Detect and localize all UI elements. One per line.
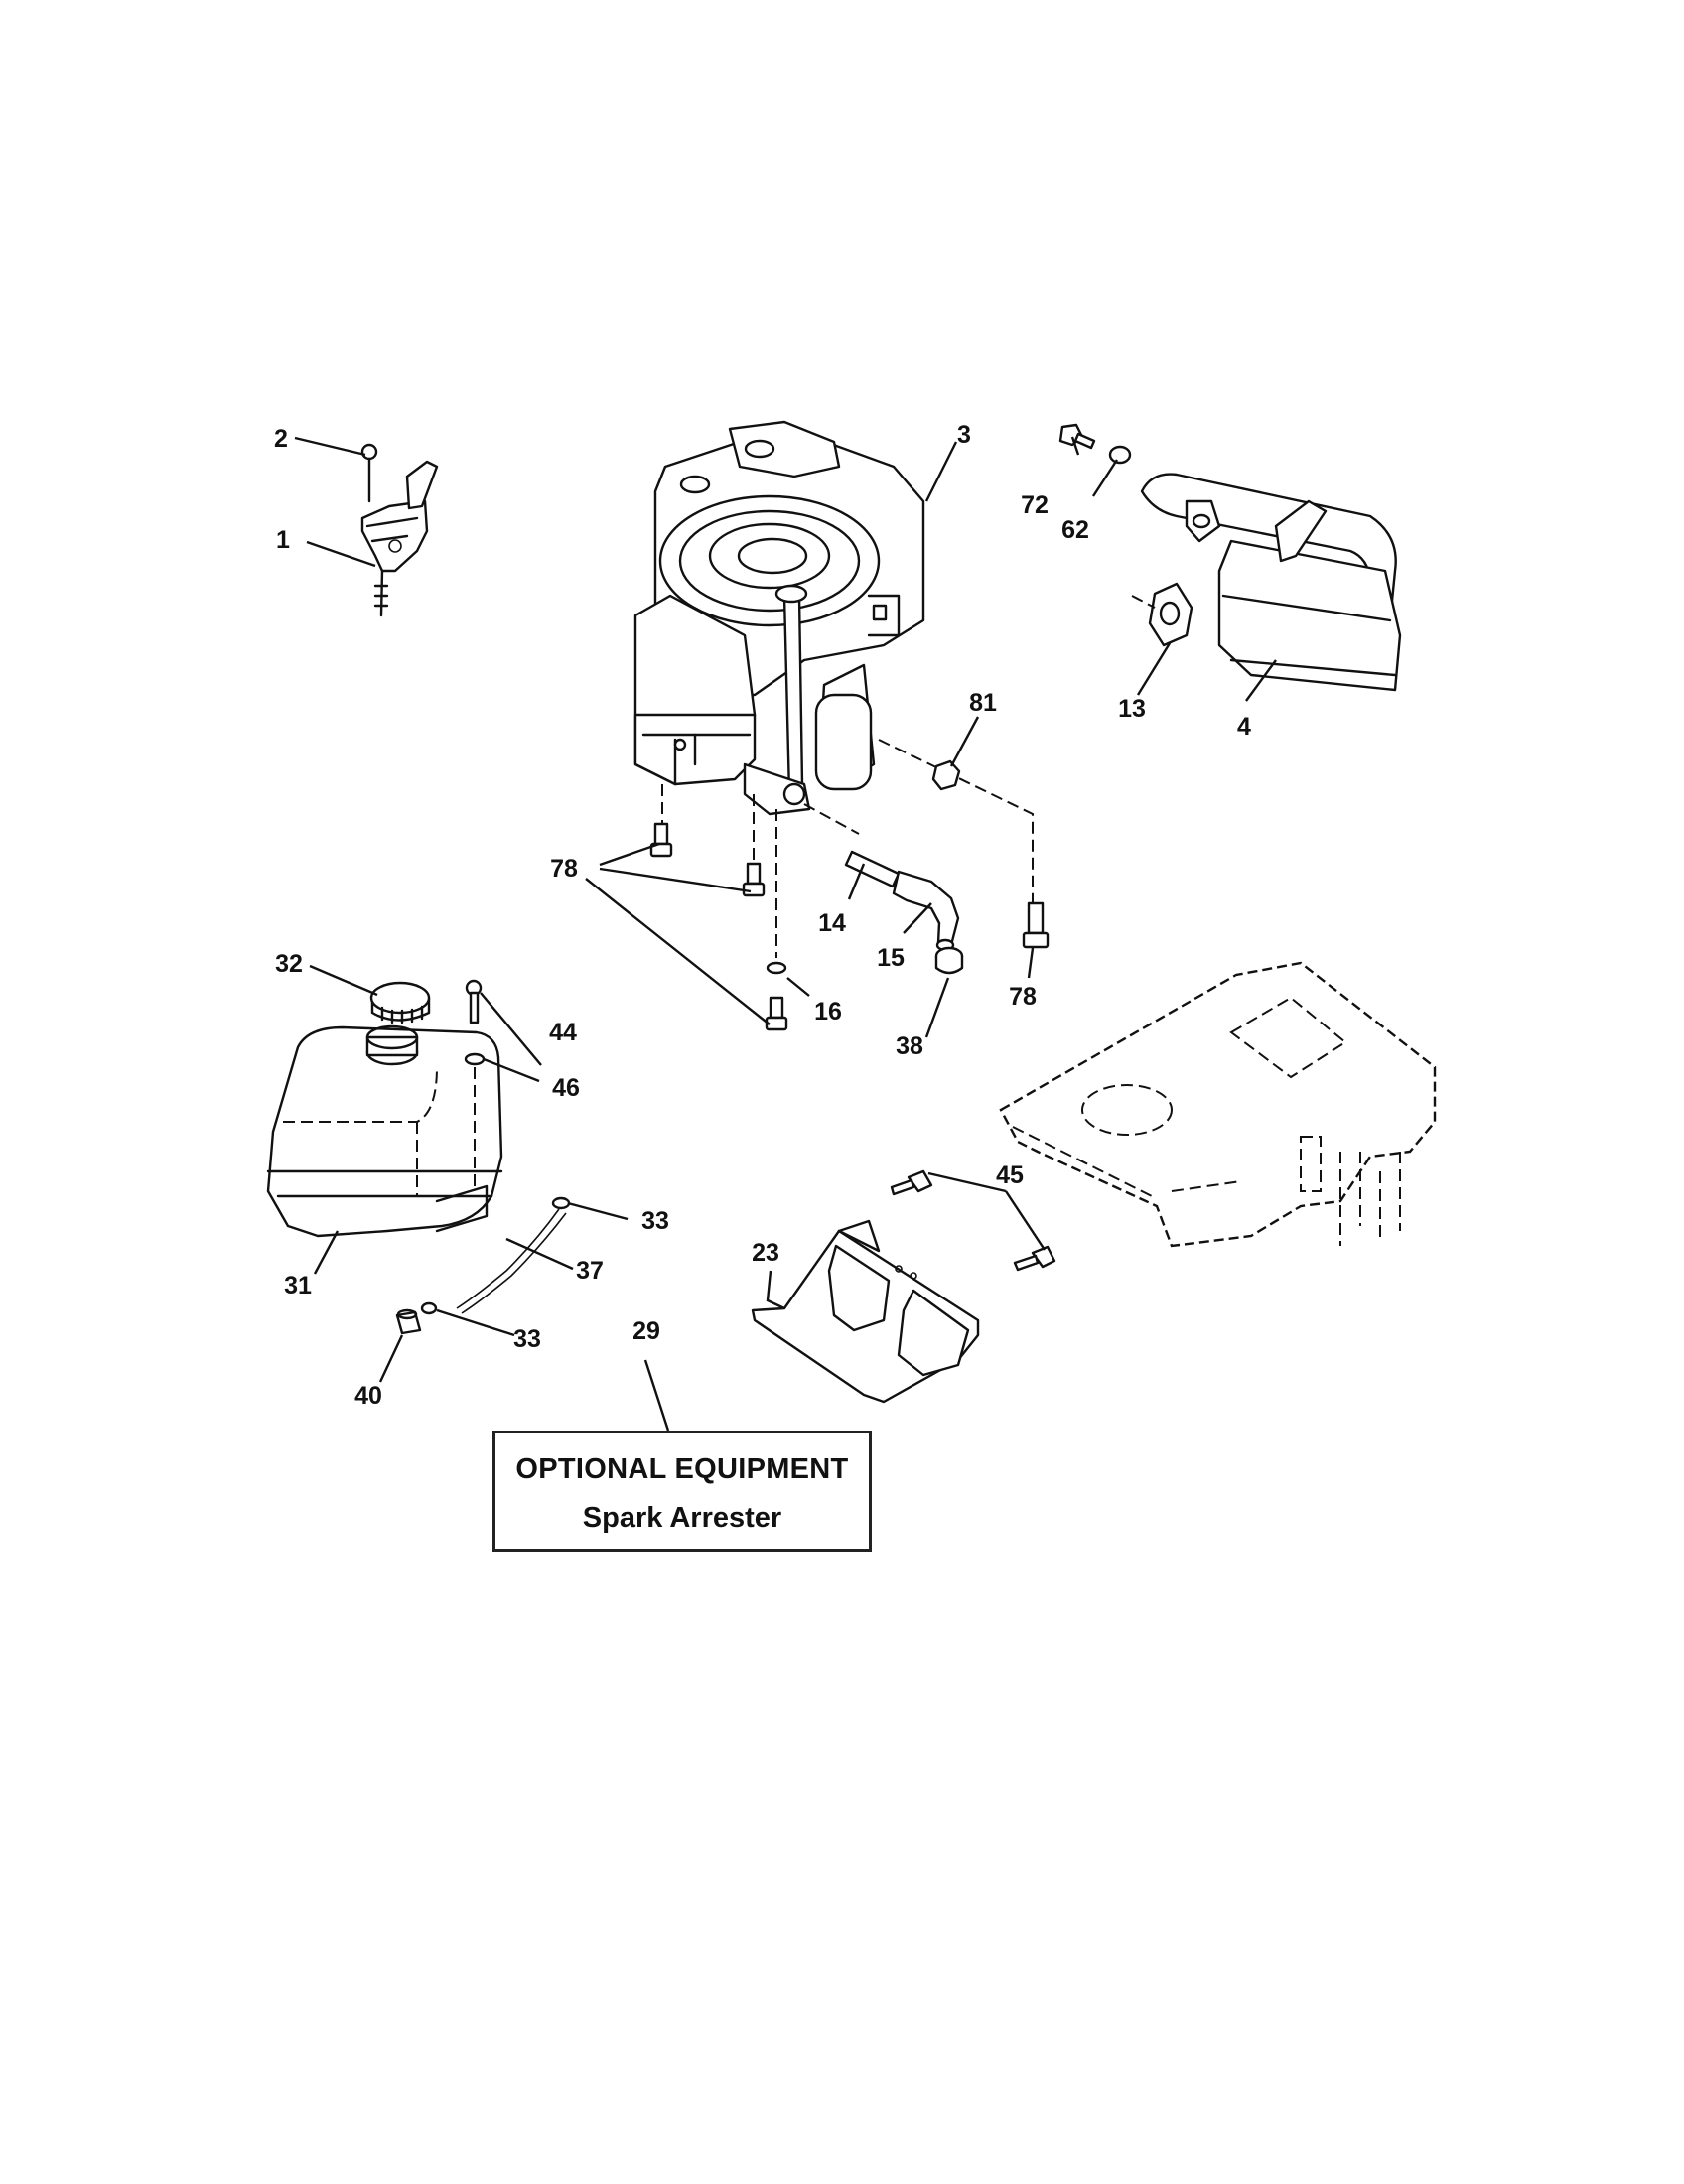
throttle-control-part: [360, 443, 439, 617]
screw-44-part: [465, 979, 483, 1024]
gasket-13-part: [1148, 582, 1193, 647]
callout-31: 31: [284, 1272, 312, 1299]
callout-1: 1: [276, 526, 290, 554]
callout-81: 81: [969, 689, 997, 717]
spark-arrester-label: Spark Arrester: [582, 1502, 782, 1534]
optional-equipment-title: OPTIONAL EQUIPMENT: [515, 1453, 849, 1485]
callout-78-right: 78: [1009, 983, 1037, 1011]
engine-part: [633, 420, 925, 816]
muffler-part: [1140, 473, 1402, 692]
callout-29: 29: [632, 1317, 660, 1345]
callout-4: 4: [1237, 713, 1251, 741]
callout-33-lower: 33: [513, 1325, 541, 1353]
callout-16: 16: [814, 998, 842, 1025]
callout-46: 46: [552, 1074, 580, 1102]
callout-44: 44: [549, 1019, 577, 1046]
callout-62: 62: [1061, 516, 1089, 544]
nut-81-part: [931, 759, 961, 791]
bolt-72-part: [1058, 423, 1096, 450]
washer-16-part: [766, 961, 787, 975]
callout-37: 37: [576, 1257, 604, 1285]
callout-40: 40: [354, 1382, 382, 1410]
callout-78-left: 78: [550, 855, 578, 883]
callout-labels: 1 2 3 72 62 13 4 81 78 14 15 78 16 38 32…: [274, 421, 1251, 1410]
callout-15: 15: [877, 944, 905, 972]
callout-72: 72: [1021, 491, 1049, 519]
callout-13: 13: [1118, 695, 1146, 723]
callout-32: 32: [275, 950, 303, 978]
callout-23: 23: [752, 1239, 779, 1267]
callout-33-upper: 33: [641, 1207, 669, 1235]
callout-3: 3: [957, 421, 971, 449]
fuel-tank-part: [266, 1024, 503, 1238]
callout-2: 2: [274, 425, 288, 453]
screws-45-part: [890, 1169, 1056, 1272]
bolt-78-part: [649, 822, 1050, 1031]
callout-38: 38: [896, 1032, 923, 1060]
oil-drain-part: [844, 850, 960, 952]
washer-46-part: [464, 1052, 486, 1066]
fuel-cap-32-part: [369, 981, 431, 1024]
fuel-line-part: [420, 1196, 571, 1315]
callout-45: 45: [996, 1161, 1024, 1189]
optional-equipment-box: OPTIONAL EQUIPMENT Spark Arrester: [492, 1431, 872, 1552]
callout-14: 14: [818, 909, 846, 937]
fitting-40-part: [395, 1308, 422, 1335]
chassis-part: [999, 961, 1437, 1248]
washer-62-part: [1108, 445, 1132, 465]
drain-cap-38-part: [934, 946, 964, 975]
heat-shield-part: [751, 1219, 980, 1404]
leader-lines: [294, 436, 1277, 1432]
